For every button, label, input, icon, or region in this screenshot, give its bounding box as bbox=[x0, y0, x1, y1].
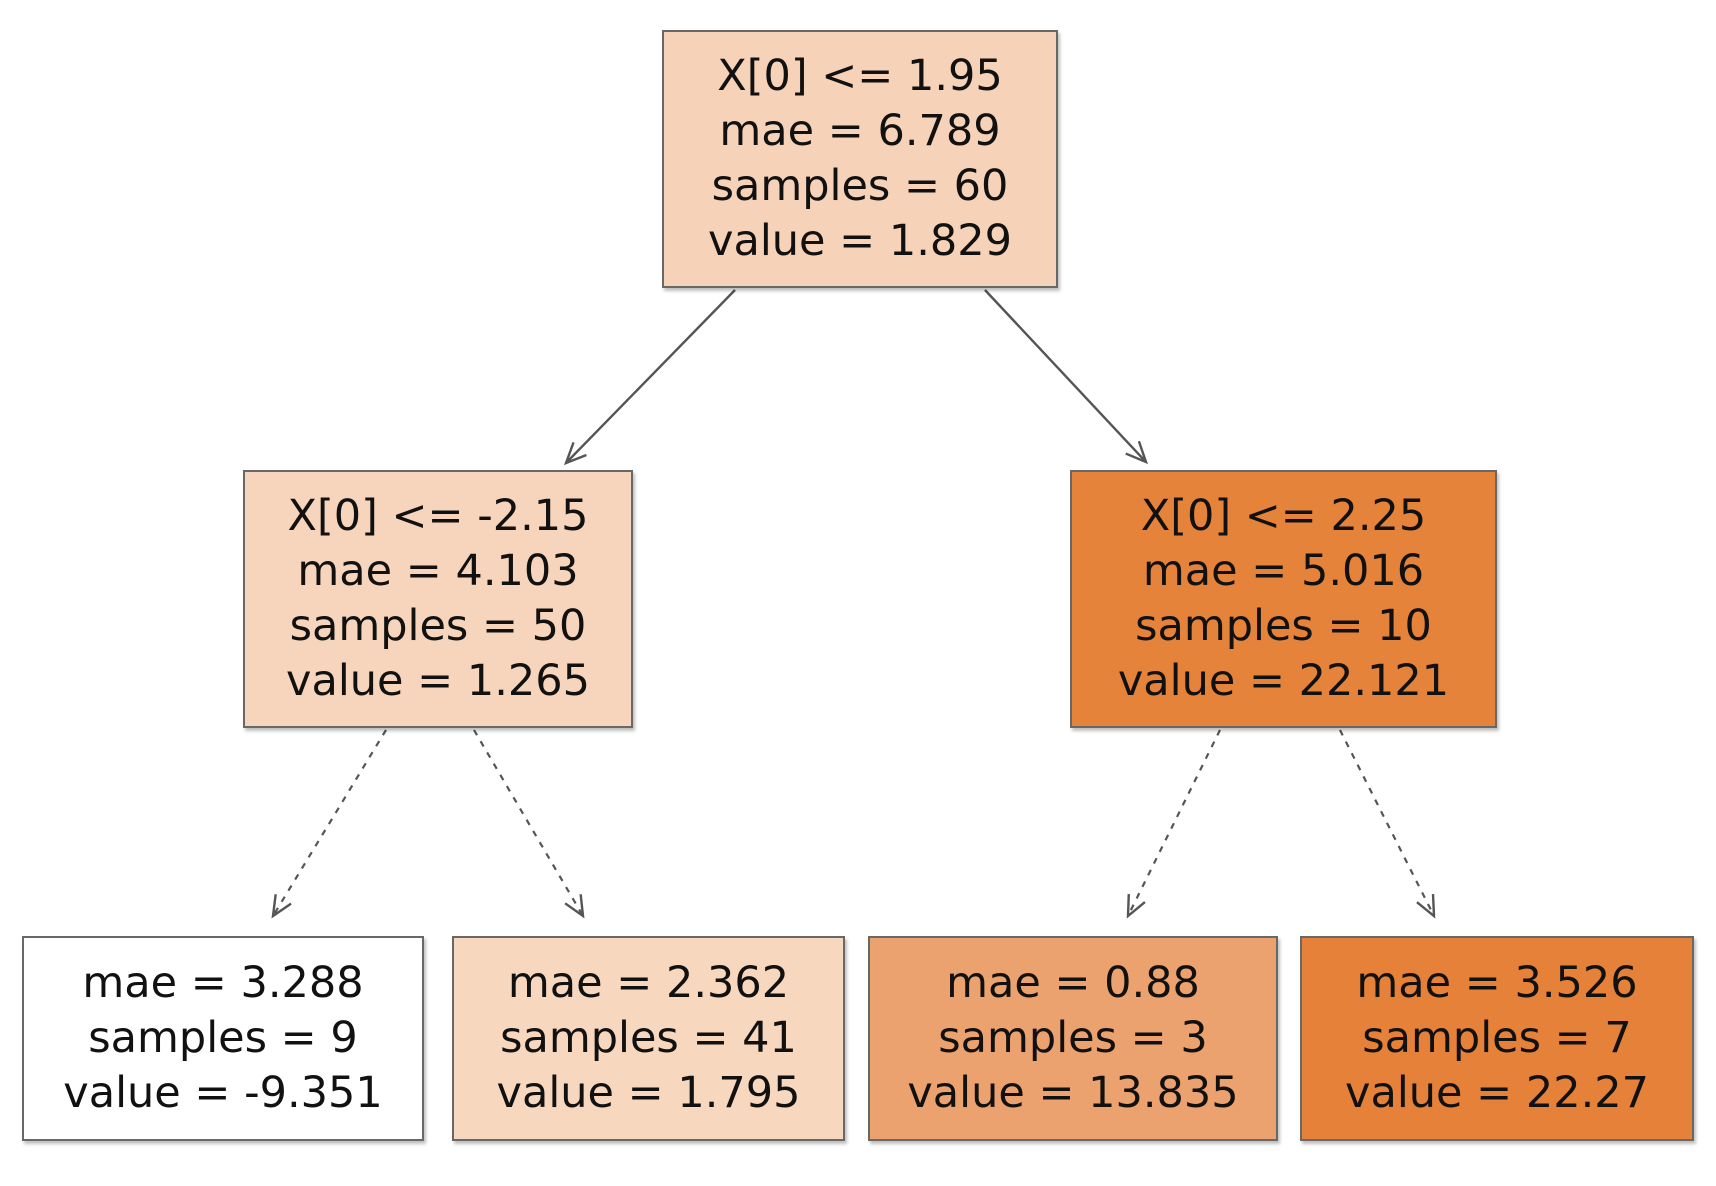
samples-stat: samples = 60 bbox=[711, 161, 1009, 211]
samples-stat: samples = 41 bbox=[500, 1013, 797, 1063]
edge-root-to-left-child bbox=[563, 289, 736, 466]
samples-stat: samples = 9 bbox=[88, 1013, 358, 1063]
samples-stat: samples = 7 bbox=[1362, 1013, 1632, 1063]
mae-stat: mae = 3.288 bbox=[82, 958, 364, 1008]
tree-node-root: X[0] <= 1.95 mae = 6.789 samples = 60 va… bbox=[662, 30, 1058, 288]
mae-stat: mae = 3.526 bbox=[1356, 958, 1638, 1008]
samples-stat: samples = 10 bbox=[1135, 601, 1432, 651]
tree-node-leaf-mid-left: mae = 2.362 samples = 41 value = 1.795 bbox=[452, 936, 845, 1141]
split-condition: X[0] <= -2.15 bbox=[287, 491, 589, 541]
value-stat: value = 1.829 bbox=[708, 216, 1012, 266]
mae-stat: mae = 5.016 bbox=[1142, 546, 1425, 596]
value-stat: value = 13.835 bbox=[907, 1068, 1239, 1118]
mae-stat: mae = 4.103 bbox=[297, 546, 579, 596]
edge-right-child-to-leaf-mid-right bbox=[1126, 729, 1221, 919]
split-condition: X[0] <= 1.95 bbox=[717, 51, 1003, 101]
edge-left-child-to-leaf-far-left bbox=[271, 729, 387, 919]
tree-node-leaf-far-left: mae = 3.288 samples = 9 value = -9.351 bbox=[22, 936, 424, 1141]
edge-right-child-to-leaf-far-right bbox=[1339, 729, 1436, 919]
samples-stat: samples = 3 bbox=[938, 1013, 1208, 1063]
value-stat: value = 1.265 bbox=[286, 656, 590, 706]
tree-node-left-child: X[0] <= -2.15 mae = 4.103 samples = 50 v… bbox=[243, 470, 633, 728]
value-stat: value = -9.351 bbox=[63, 1068, 383, 1118]
value-stat: value = 22.121 bbox=[1117, 656, 1450, 706]
split-condition: X[0] <= 2.25 bbox=[1140, 491, 1427, 541]
edge-root-to-right-child bbox=[984, 289, 1148, 465]
edge-left-child-to-leaf-mid-left bbox=[473, 729, 585, 919]
value-stat: value = 22.27 bbox=[1345, 1068, 1649, 1118]
tree-node-leaf-far-right: mae = 3.526 samples = 7 value = 22.27 bbox=[1300, 936, 1694, 1141]
mae-stat: mae = 2.362 bbox=[507, 958, 790, 1008]
mae-stat: mae = 6.789 bbox=[719, 106, 1001, 156]
samples-stat: samples = 50 bbox=[289, 601, 587, 651]
value-stat: value = 1.795 bbox=[496, 1068, 801, 1118]
mae-stat: mae = 0.88 bbox=[946, 958, 1200, 1008]
tree-node-leaf-mid-right: mae = 0.88 samples = 3 value = 13.835 bbox=[868, 936, 1278, 1141]
tree-node-right-child: X[0] <= 2.25 mae = 5.016 samples = 10 va… bbox=[1070, 470, 1497, 728]
